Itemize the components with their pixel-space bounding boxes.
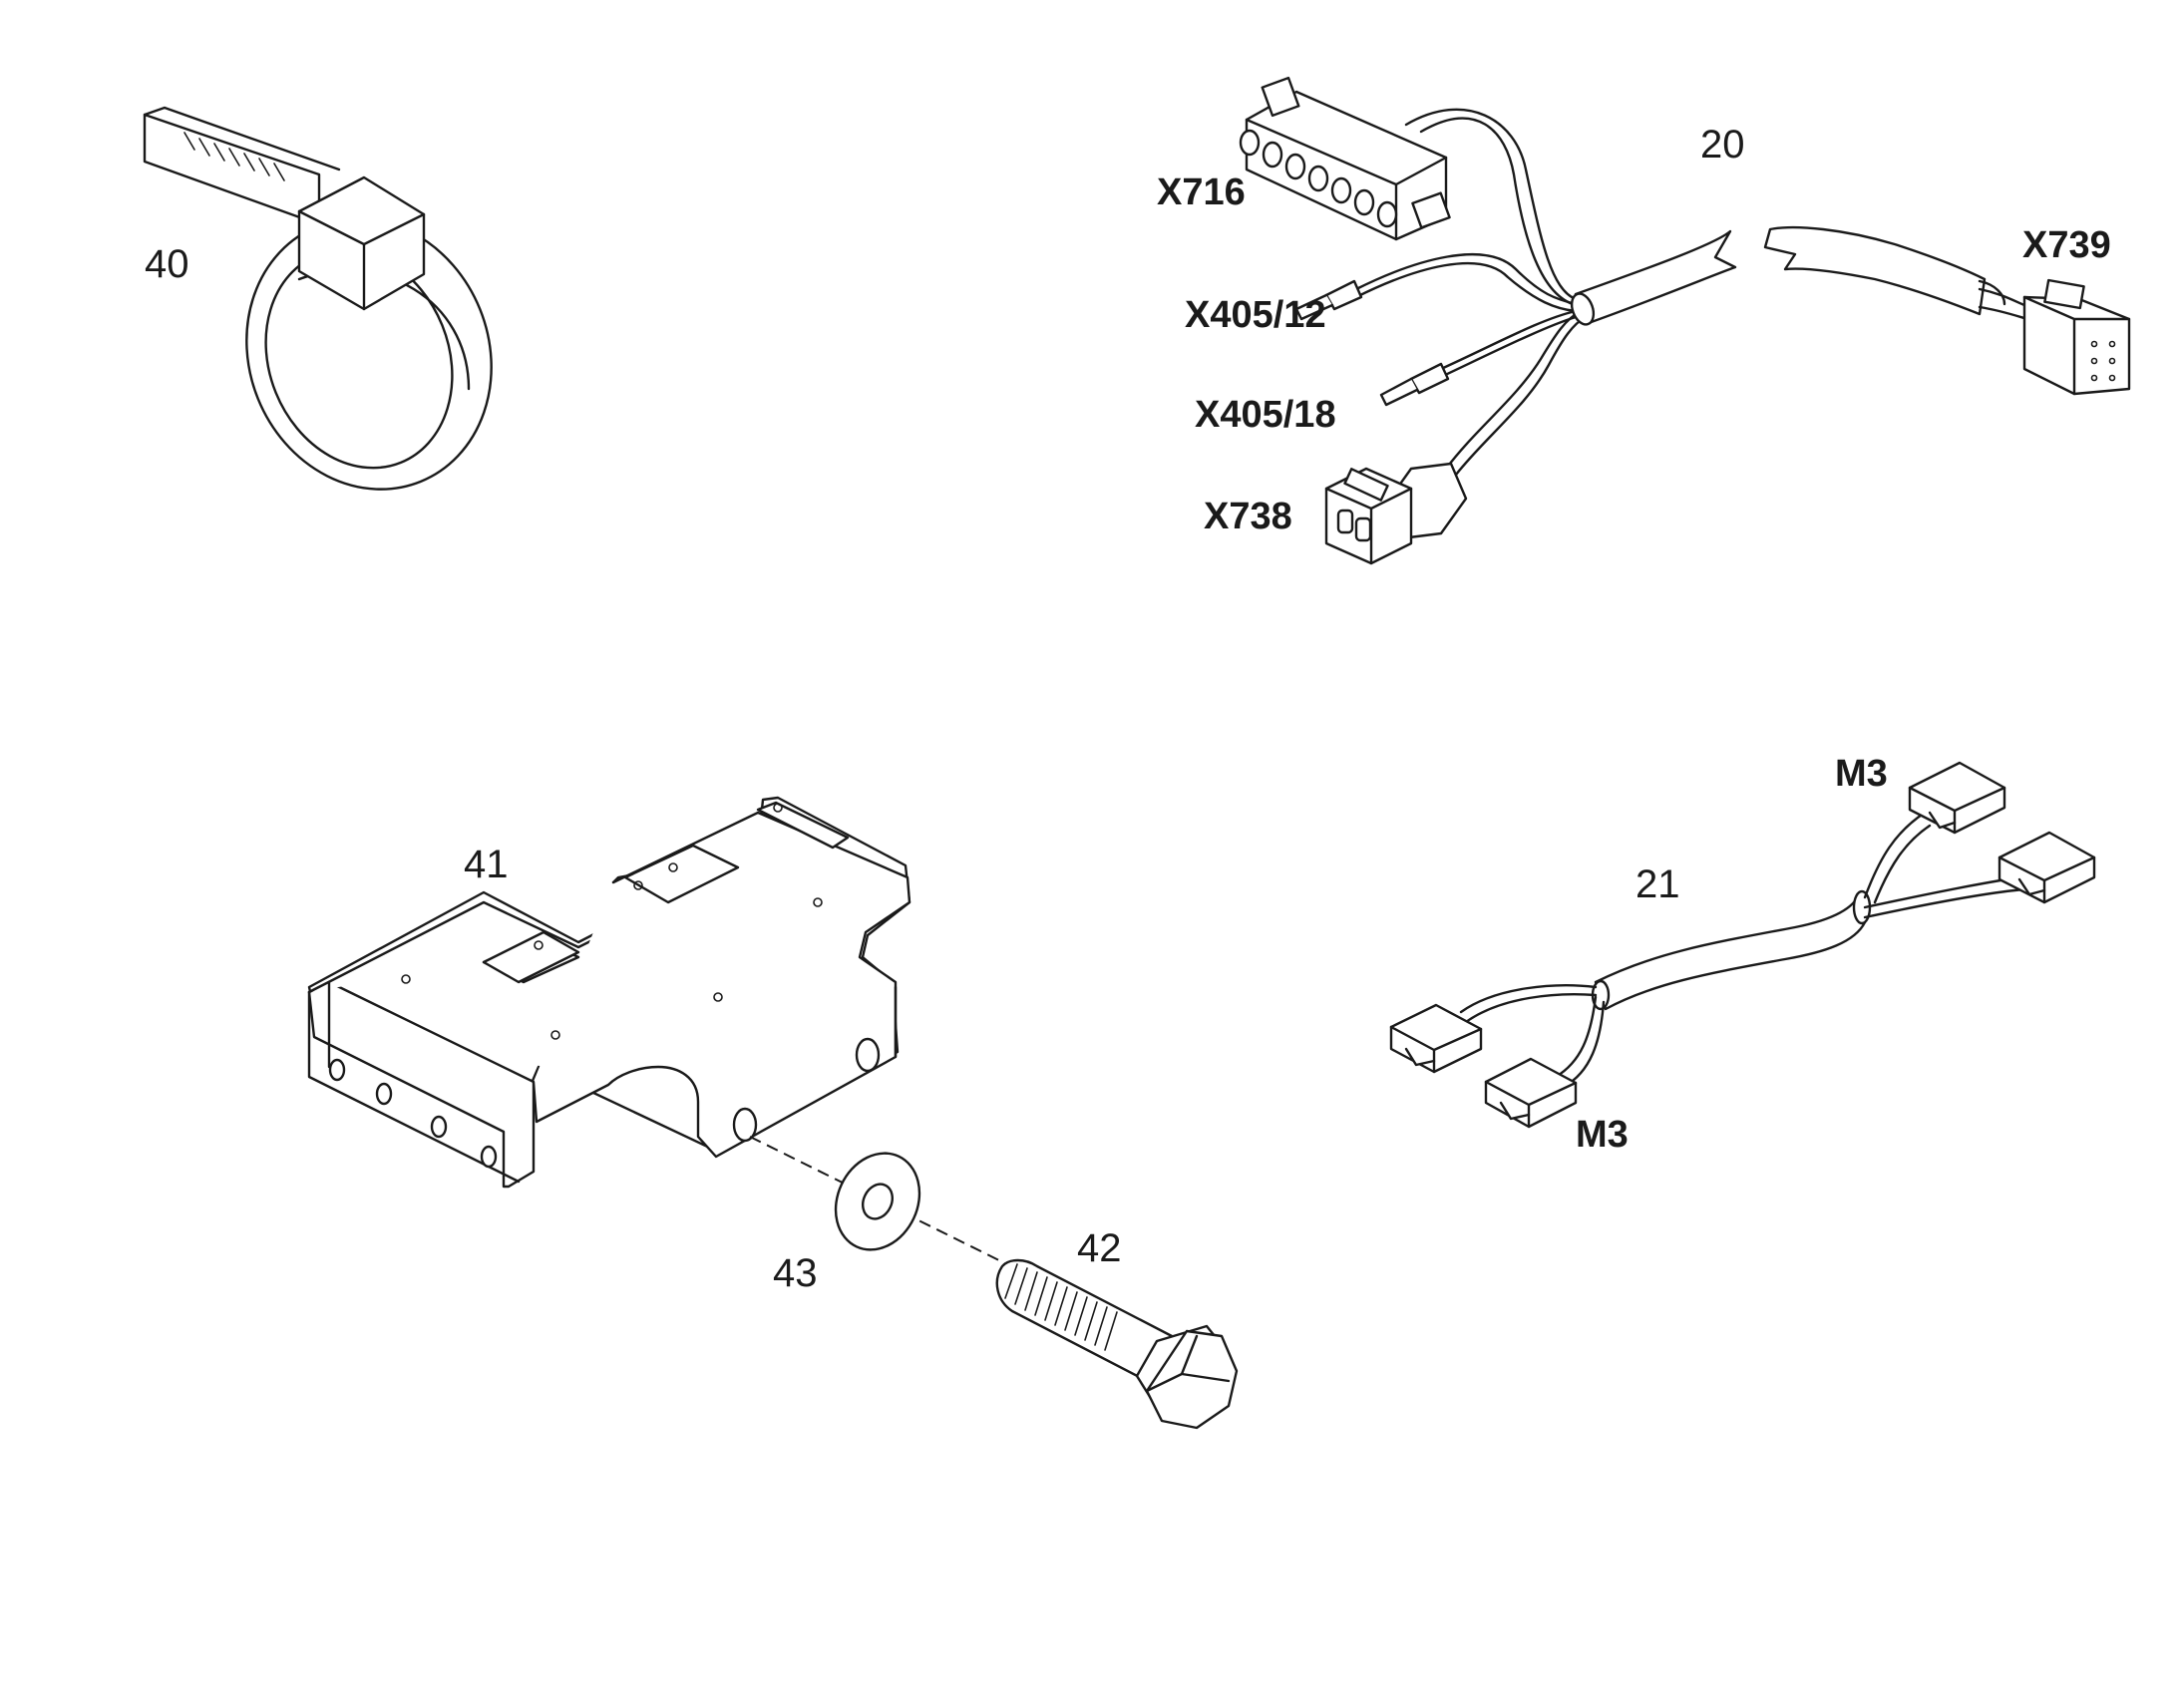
terminal-x405-12 — [1294, 279, 1363, 321]
x739-pins — [2090, 340, 2116, 382]
label-41: 41 — [464, 843, 509, 886]
label-40: 40 — [145, 242, 189, 286]
connector-m3-bottom — [1484, 1057, 1578, 1129]
label-21: 21 — [1635, 862, 1680, 906]
bolt-threads — [1004, 1263, 1118, 1351]
connector-x739 — [1978, 278, 2131, 396]
wiring-harness-part-20: 20 X716 X739 X405/12 X405/18 X738 — [1157, 76, 2131, 565]
label-x738: X738 — [1204, 496, 1292, 537]
label-m3-top: M3 — [1835, 753, 1888, 795]
connector-left — [1389, 1003, 1483, 1074]
bracket-holes — [328, 803, 881, 1169]
bolt-part-42: 42 — [995, 1226, 1239, 1430]
label-20: 20 — [1700, 123, 1745, 167]
cable-tie-serrations — [183, 132, 285, 181]
connector-x738 — [1324, 462, 1468, 565]
connector-x716 — [1239, 76, 1451, 241]
label-x716: X716 — [1157, 171, 1246, 213]
terminal-x405-18 — [1379, 362, 1450, 407]
label-42: 42 — [1077, 1226, 1122, 1270]
connector-right — [1998, 831, 2096, 904]
bracket-part-41: 41 — [307, 796, 911, 1189]
label-x405-12: X405/12 — [1185, 294, 1326, 336]
label-x405-18: X405/18 — [1195, 394, 1336, 436]
cable-tie-part-40: 40 — [143, 106, 493, 491]
label-x739: X739 — [2022, 224, 2111, 266]
label-m3-bottom: M3 — [1576, 1114, 1629, 1156]
label-43: 43 — [773, 1251, 818, 1295]
washer-part-43: 43 — [749, 1136, 1028, 1295]
y-harness-part-21: 21 M3 M3 — [1389, 753, 2096, 1156]
x716-pins — [1239, 129, 1398, 228]
connector-m3-top — [1908, 761, 2006, 835]
